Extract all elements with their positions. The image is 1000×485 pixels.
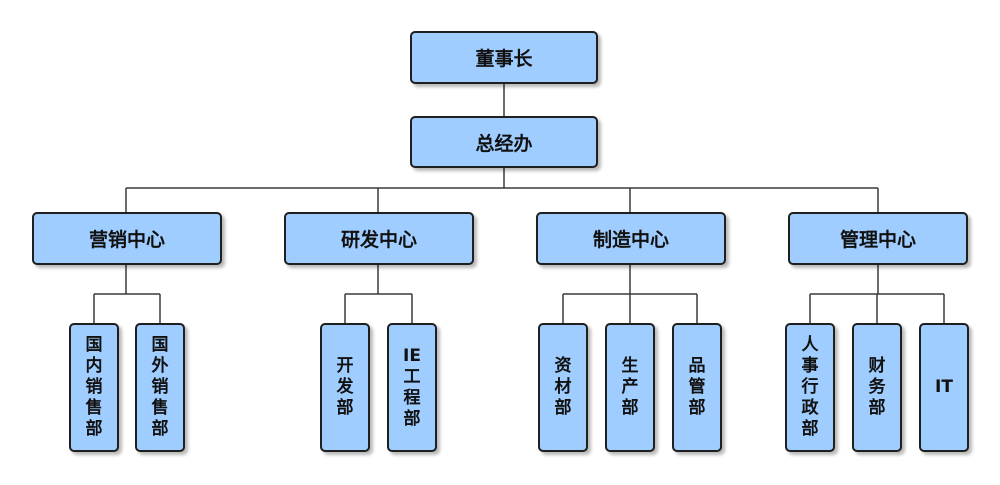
node-dept-it: IT [919, 323, 969, 452]
node-dept-foreign-sales: 国外销售部 [135, 323, 185, 452]
node-dept-label: 资材部 [554, 356, 572, 418]
node-dept-quality: 品管部 [672, 323, 722, 452]
node-dept-label: 国内销售部 [85, 335, 103, 439]
node-dept-label: IE工程部 [403, 345, 421, 429]
node-dept-label: 财务部 [868, 356, 886, 418]
node-center-label: 营销中心 [88, 229, 165, 251]
node-center-label: 研发中心 [340, 229, 417, 251]
node-dept-development: 开发部 [320, 323, 370, 452]
node-general-office-label: 总经办 [475, 132, 533, 155]
node-center-label: 制造中心 [592, 229, 669, 251]
node-dept-label: IT [935, 377, 953, 397]
node-dept-label: 生产部 [621, 356, 639, 418]
node-chairman: 董事长 [410, 31, 598, 84]
node-center-label: 管理中心 [839, 229, 916, 251]
node-dept-label: 品管部 [688, 356, 706, 418]
node-center-marketing: 营销中心 [32, 212, 222, 265]
node-dept-label: 国外销售部 [151, 335, 169, 439]
node-general-office: 总经办 [410, 116, 598, 168]
node-dept-label: 开发部 [336, 356, 354, 418]
node-dept-ie-engineering: IE工程部 [387, 323, 437, 452]
node-dept-production: 生产部 [605, 323, 655, 452]
node-center-management: 管理中心 [788, 212, 968, 265]
node-chairman-label: 董事长 [475, 48, 533, 70]
node-center-rnd: 研发中心 [284, 212, 474, 265]
node-dept-materials: 资材部 [538, 323, 588, 452]
node-dept-finance: 财务部 [852, 323, 902, 452]
node-dept-domestic-sales: 国内销售部 [69, 323, 119, 452]
node-center-manufacturing: 制造中心 [536, 212, 726, 265]
node-dept-label: 人事行政部 [801, 335, 819, 439]
node-dept-hr-admin: 人事行政部 [785, 323, 835, 452]
